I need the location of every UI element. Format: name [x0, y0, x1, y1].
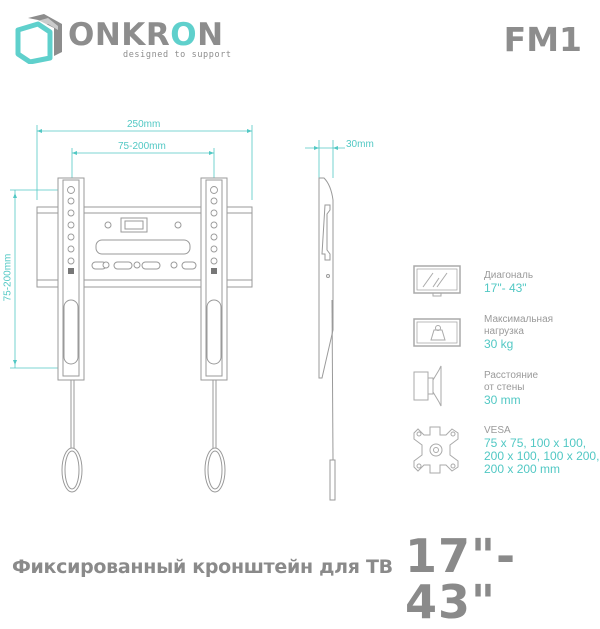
spec-label: Максимальная — [484, 314, 554, 325]
screen-size-range: 17"- 43" — [405, 529, 517, 629]
spec-vesa: VESA 75 x 75, 100 x 100, 200 x 100, 100 … — [484, 425, 599, 476]
spec-label: VESA — [484, 425, 511, 436]
vesa-plate-icon — [413, 426, 459, 474]
spec-label: Расстояние — [484, 370, 539, 381]
brand-tagline: designed to support — [123, 50, 232, 60]
spec-value: 200 x 200 mm — [484, 462, 561, 476]
spec-value: 17"- 43" — [484, 281, 527, 295]
dimension-height-vesa: 75-200mm — [2, 253, 14, 302]
brand-name-accent-letter: O — [170, 17, 198, 53]
spec-value: 75 x 75, 100 x 100, — [484, 436, 587, 450]
logo-cube-icon — [15, 14, 62, 64]
tv-screen-icon — [413, 265, 461, 297]
spec-label: нагрузка — [484, 326, 524, 337]
bracket-front-view-drawing — [10, 125, 253, 493]
brand-logo — [14, 12, 264, 64]
spec-diagonal: Диагональ 17"- 43" — [484, 270, 533, 295]
model-name: FM1 — [503, 20, 582, 59]
dimension-depth: 30mm — [346, 139, 374, 150]
spec-value: 200 x 100, 100 x 200, — [484, 449, 600, 463]
spec-label: от стены — [484, 382, 525, 393]
wall-distance-icon — [413, 365, 442, 407]
spec-label: Диагональ — [484, 270, 534, 281]
dimension-width-vesa: 75-200mm — [118, 141, 166, 152]
spec-value: 30 mm — [484, 393, 521, 407]
brand-name-part: ONKR — [68, 17, 171, 53]
spec-wall-distance: Расстояние от стены 30 mm — [484, 370, 538, 407]
spec-value: 30 kg — [484, 337, 514, 351]
dimension-width-total: 250mm — [127, 119, 161, 130]
weight-icon — [413, 318, 461, 347]
brand-name: ONKRON — [68, 20, 224, 51]
brand-name-part: N — [197, 17, 224, 53]
product-description: Фиксированный кронштейн для ТВ — [12, 556, 393, 578]
spec-max-load: Максимальная нагрузка 30 kg — [484, 314, 553, 351]
bracket-side-view-drawing — [305, 140, 345, 501]
